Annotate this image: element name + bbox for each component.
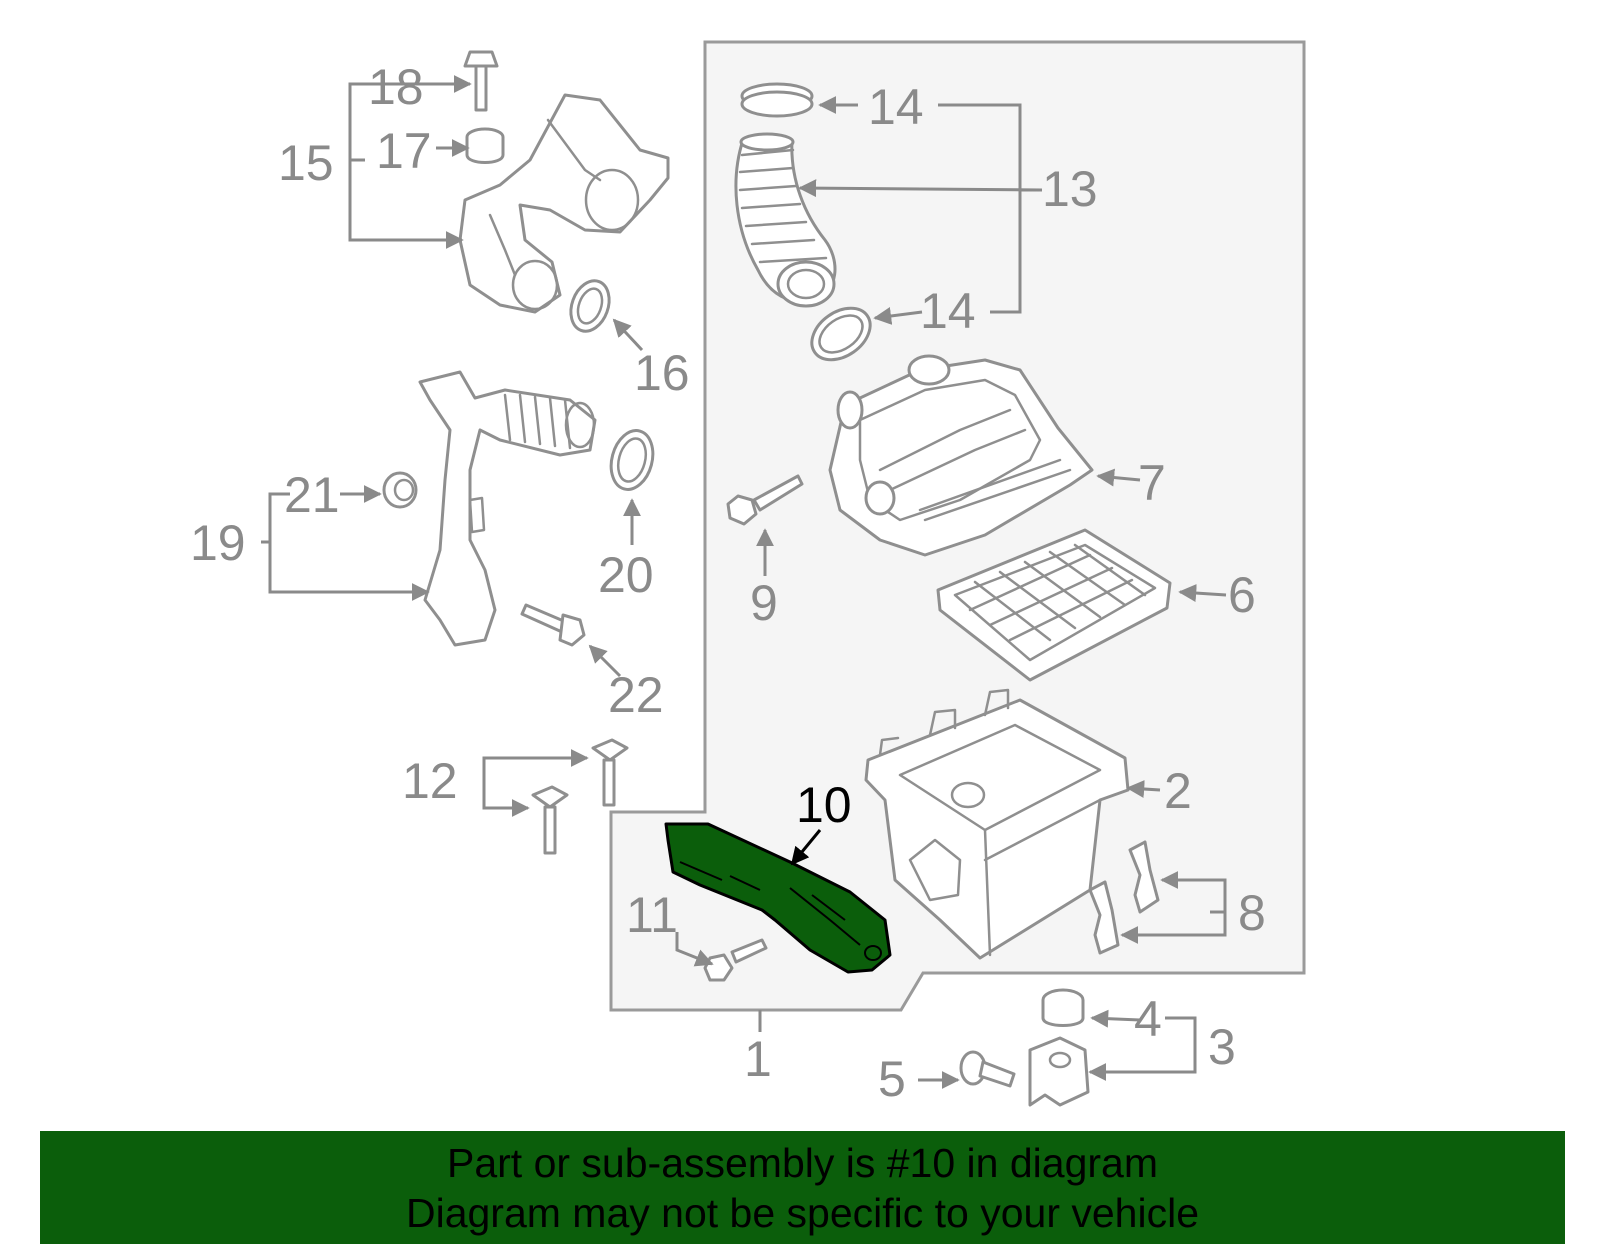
callout-6: 6 — [1228, 567, 1256, 623]
bolt-22-part — [520, 603, 586, 647]
callout-22: 22 — [608, 667, 664, 723]
callout-11: 11 — [626, 887, 678, 943]
banner-line-disclaimer: Diagram may not be specific to your vehi… — [405, 1189, 1199, 1236]
callout-19: 19 — [190, 515, 246, 571]
air-cleaner-lower-housing-part — [864, 688, 1130, 960]
clamp-20-part — [609, 429, 655, 491]
grommet-4-part — [1041, 988, 1085, 1027]
callout-3: 3 — [1208, 1019, 1236, 1075]
callout-13: 13 — [1042, 161, 1098, 217]
callout-8: 8 — [1238, 885, 1266, 941]
callout-10-highlighted: 10 — [796, 777, 852, 833]
mount-bracket-3-part — [1028, 1036, 1090, 1107]
callout-14-upper: 14 — [868, 79, 924, 135]
air-filter-element-part — [936, 528, 1172, 682]
bracket-8-part — [1088, 840, 1160, 955]
banner-line-part-number: Part or sub-assembly is #10 in diagram — [447, 1139, 1158, 1186]
bolt-5-part — [959, 1050, 1016, 1088]
callout-17: 17 — [376, 123, 432, 179]
bolt-18-part — [463, 50, 499, 112]
callout-18: 18 — [368, 59, 424, 115]
clamp-lower-part — [810, 306, 872, 362]
callout-9: 9 — [750, 575, 778, 631]
info-banner: Part or sub-assembly is #10 in diagram D… — [40, 1131, 1565, 1244]
callout-4: 4 — [1134, 991, 1162, 1047]
bolt-9-part — [726, 474, 804, 526]
callout-5: 5 — [878, 1051, 906, 1107]
callout-14-lower: 14 — [920, 283, 976, 339]
callout-7: 7 — [1138, 455, 1166, 511]
leader-lines — [261, 75, 1227, 1089]
callout-12: 12 — [402, 753, 458, 809]
bolt-11-part — [703, 938, 768, 982]
grommet-17-part — [465, 127, 505, 164]
callout-21: 21 — [284, 467, 340, 523]
clamp-upper-part — [740, 82, 814, 118]
tube-assembly-19-part — [418, 370, 597, 647]
callout-16: 16 — [634, 345, 690, 401]
callout-20: 20 — [598, 547, 654, 603]
callout-labels: 18 17 15 16 14 13 14 7 9 6 2 8 10 11 1 4… — [190, 59, 1266, 1107]
callout-15: 15 — [278, 135, 334, 191]
bolts-12-part — [531, 738, 629, 855]
air-cleaner-cover-part — [828, 354, 1094, 557]
clamp-16-part — [569, 279, 611, 333]
resonator-duct-15-part — [458, 93, 670, 314]
intake-hose-part — [734, 132, 837, 308]
callout-2: 2 — [1164, 763, 1192, 819]
callout-1: 1 — [744, 1031, 772, 1087]
grommet-21-part — [382, 471, 418, 509]
air-duct-part-10-highlighted — [664, 822, 892, 974]
